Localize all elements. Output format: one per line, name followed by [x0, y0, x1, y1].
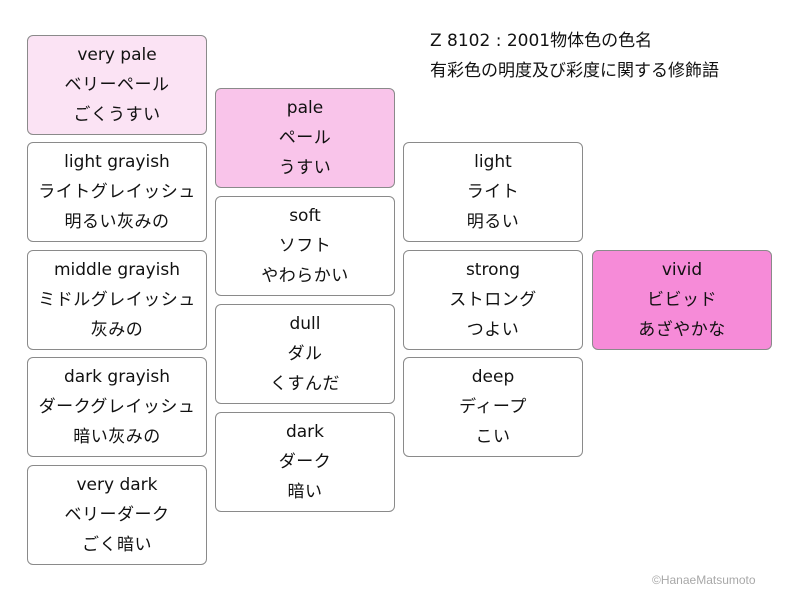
tone-box-very-pale: very pale ベリーペール ごくうすい	[27, 35, 207, 135]
tone-ja-description: 暗い	[287, 482, 323, 502]
tone-en-name: very dark	[76, 475, 158, 495]
tone-ja-name: ミドルグレイッシュ	[38, 290, 196, 310]
tone-ja-description: こい	[475, 427, 511, 447]
tone-ja-name: ダークグレイッシュ	[38, 397, 196, 417]
tone-ja-description: あざやかな	[638, 320, 726, 340]
title-subtitle-line: 有彩色の明度及び彩度に関する修飾語	[430, 61, 719, 81]
tone-ja-description: うすい	[278, 158, 332, 178]
tone-ja-name: ダーク	[278, 452, 332, 472]
tone-ja-description: 灰みの	[90, 320, 144, 340]
tone-ja-description: 明るい灰みの	[64, 212, 170, 232]
tone-en-name: strong	[465, 260, 521, 280]
tone-ja-name: ソフト	[278, 236, 332, 256]
tone-ja-name: ペール	[278, 128, 332, 148]
tone-ja-name: ダル	[287, 344, 323, 364]
tone-box-light: light ライト 明るい	[403, 142, 583, 242]
tone-box-middle-grayish: middle grayish ミドルグレイッシュ 灰みの	[27, 250, 207, 350]
tone-ja-description: つよい	[466, 320, 520, 340]
tone-ja-name: ストロング	[449, 290, 537, 310]
tone-ja-description: ごく暗い	[82, 535, 152, 555]
tone-ja-name: ベリーダーク	[64, 505, 170, 525]
tone-box-dark-grayish: dark grayish ダークグレイッシュ 暗い灰みの	[27, 357, 207, 457]
tone-en-name: very pale	[77, 45, 157, 65]
tone-en-name: light grayish	[64, 152, 170, 172]
title-standard-line: Z 8102 : 2001物体色の色名	[430, 31, 653, 51]
tone-box-very-dark: very dark ベリーダーク ごく暗い	[27, 465, 207, 565]
tone-box-strong: strong ストロング つよい	[403, 250, 583, 350]
tone-ja-description: ごくうすい	[73, 105, 161, 125]
tone-box-light-grayish: light grayish ライトグレイッシュ 明るい灰みの	[27, 142, 207, 242]
tone-en-name: dark	[285, 422, 325, 442]
tone-en-name: middle grayish	[53, 260, 181, 280]
tone-ja-description: くすんだ	[270, 374, 340, 394]
tone-ja-description: 暗い灰みの	[73, 427, 161, 447]
copyright-notice: ©HanaeMatsumoto	[652, 573, 756, 587]
tone-en-name: vivid	[661, 260, 703, 280]
tone-ja-name: ビビッド	[647, 290, 717, 310]
tone-box-pale: pale ペール うすい	[215, 88, 395, 188]
tone-ja-name: ライト	[466, 182, 520, 202]
tone-ja-description: 明るい	[466, 212, 520, 232]
tone-box-soft: soft ソフト やわらかい	[215, 196, 395, 296]
tone-box-deep: deep ディープ こい	[403, 357, 583, 457]
tone-en-name: light	[474, 152, 512, 172]
tone-en-name: soft	[289, 206, 321, 226]
tone-ja-description: やわらかい	[261, 266, 349, 286]
tone-en-name: dull	[289, 314, 321, 334]
tone-ja-name: ライトグレイッシュ	[38, 182, 196, 202]
tone-box-dark: dark ダーク 暗い	[215, 412, 395, 512]
tone-en-name: dark grayish	[63, 367, 171, 387]
tone-en-name: deep	[471, 367, 515, 387]
tone-ja-name: ベリーペール	[64, 75, 170, 95]
tone-box-vivid: vivid ビビッド あざやかな	[592, 250, 772, 350]
tone-ja-name: ディープ	[459, 397, 527, 417]
tone-box-dull: dull ダル くすんだ	[215, 304, 395, 404]
tone-en-name: pale	[286, 98, 324, 118]
